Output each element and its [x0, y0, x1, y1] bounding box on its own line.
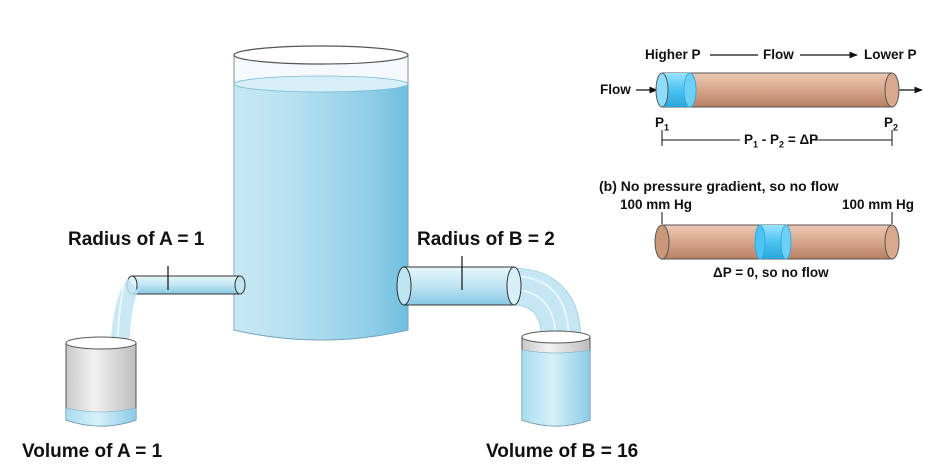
panel-a-arrows — [636, 51, 923, 94]
pressure-bracket — [661, 130, 893, 146]
pressure-difference-equation: P1 - P2 = ΔP — [744, 132, 819, 150]
volume-b-label: Volume of B = 16 — [486, 441, 639, 462]
right-pressure-label: 100 mm Hg — [842, 197, 915, 212]
flow-in-label: Flow — [600, 82, 631, 97]
tube-b — [654, 212, 900, 260]
p2-label: P2 — [884, 115, 899, 133]
higher-p-label: Higher P — [645, 47, 701, 62]
water-tank — [233, 45, 409, 341]
radius-a-label: Radius of A = 1 — [68, 229, 205, 250]
radius-b-label: Radius of B = 2 — [417, 229, 555, 250]
pipe-b — [396, 256, 515, 306]
volume-a-label: Volume of A = 1 — [22, 441, 163, 462]
no-flow-caption: ΔP = 0, so no flow — [713, 265, 829, 280]
p1-label: P1 — [655, 115, 670, 133]
flow-top-label: Flow — [763, 47, 794, 62]
lower-p-label: Lower P — [864, 47, 917, 62]
beaker-a — [65, 336, 137, 427]
panel-b-title: (b) No pressure gradient, so no flow — [599, 178, 839, 194]
left-pressure-label: 100 mm Hg — [620, 197, 693, 212]
beaker-b — [521, 330, 591, 427]
tube-a — [655, 72, 900, 108]
pipe-a — [126, 266, 246, 295]
